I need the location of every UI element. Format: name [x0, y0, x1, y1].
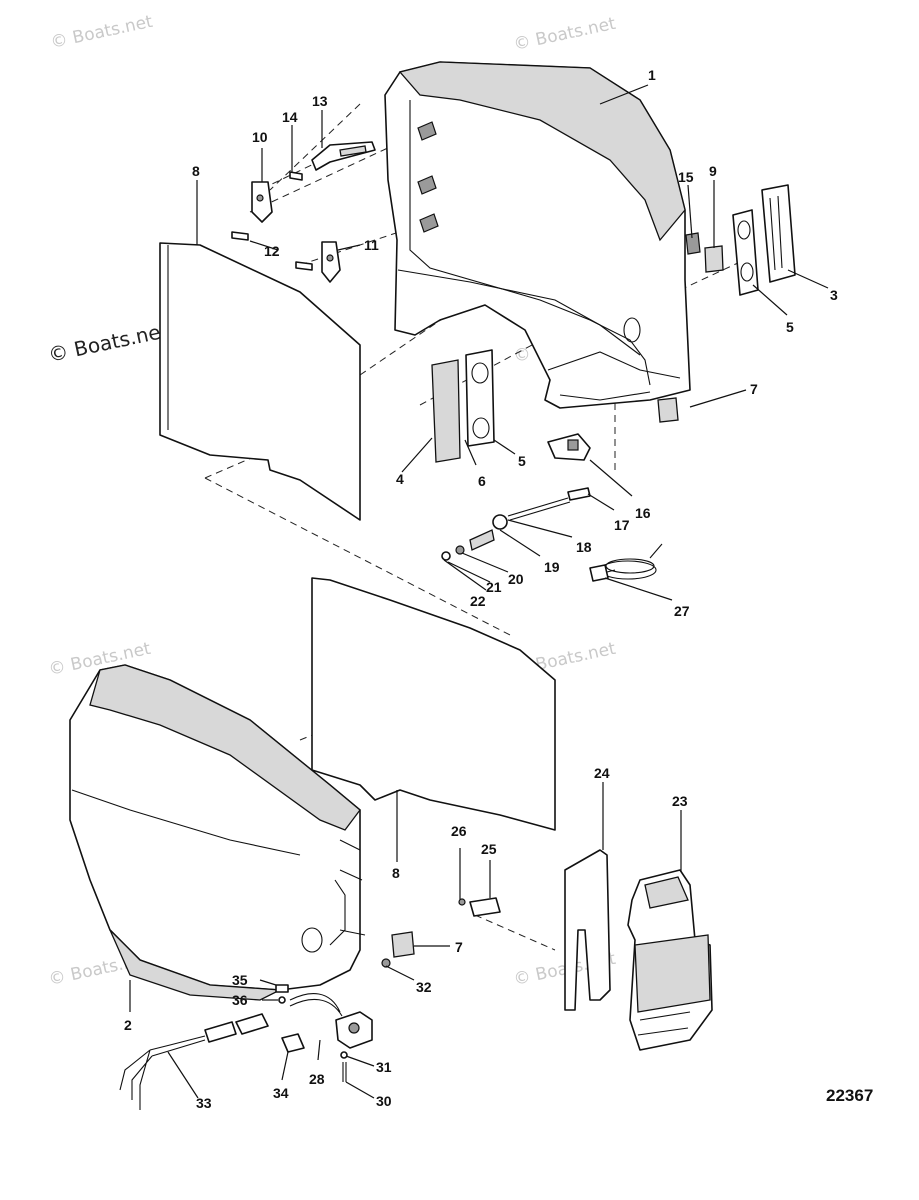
callout-2: 2 [124, 1017, 132, 1033]
callout-23: 23 [672, 793, 688, 809]
document-number: 22367 [826, 1086, 874, 1105]
watermark: © Boats.net [49, 12, 155, 53]
seal-panel-part-8-upper [159, 242, 361, 521]
callout-24: 24 [594, 765, 610, 781]
callout-1: 1 [648, 67, 656, 83]
callout-12: 12 [264, 243, 280, 259]
callout-15: 15 [678, 169, 694, 185]
callout-22: 22 [470, 593, 486, 609]
brackets-group [231, 141, 376, 283]
callout-8-lower: 8 [392, 865, 400, 881]
callout-34: 34 [273, 1085, 289, 1101]
callout-17: 17 [614, 517, 630, 533]
latch-group-right [685, 184, 796, 296]
callout-21: 21 [486, 579, 502, 595]
watermark: © Boats.net [512, 14, 618, 55]
callout-18: 18 [576, 539, 592, 555]
callout-28: 28 [309, 1071, 325, 1087]
callout-11: 11 [364, 237, 379, 253]
callout-30: 30 [376, 1093, 392, 1109]
callout-16: 16 [635, 505, 651, 521]
latch-mechanism-group [441, 433, 663, 582]
callout-4: 4 [396, 471, 404, 487]
callout-31: 31 [376, 1059, 392, 1075]
callout-13: 13 [312, 93, 328, 109]
callout-3: 3 [830, 287, 838, 303]
upper-cowl-part-1 [384, 61, 691, 409]
callout-6: 6 [478, 473, 486, 489]
callout-10: 10 [252, 129, 268, 145]
callout-labels: 1 2 3 4 5 5 6 7 7 8 8 9 10 11 12 13 14 1… [124, 67, 838, 1111]
callout-7-upper: 7 [750, 381, 758, 397]
callout-26: 26 [451, 823, 467, 839]
callout-7-lower: 7 [455, 939, 463, 955]
callout-35: 35 [232, 972, 248, 988]
callout-9: 9 [709, 163, 717, 179]
callout-33: 33 [196, 1095, 212, 1111]
seal-strips-middle [431, 349, 679, 463]
callout-5-right: 5 [786, 319, 794, 335]
callout-20: 20 [508, 571, 524, 587]
seal-panel-part-8-lower [311, 577, 556, 831]
callout-25: 25 [481, 841, 497, 857]
callout-27: 27 [674, 603, 690, 619]
lower-cowl-part-2 [69, 664, 366, 1001]
watermark: © Boats.net [46, 318, 170, 367]
callout-19: 19 [544, 559, 560, 575]
callout-14: 14 [282, 109, 298, 125]
callout-36: 36 [232, 992, 248, 1008]
leader-lines [129, 84, 829, 1099]
callout-5-middle: 5 [518, 453, 526, 469]
callout-32: 32 [416, 979, 432, 995]
motor-cover-group [458, 849, 713, 1051]
lower-hardware-group [119, 931, 415, 1110]
callout-8-upper: 8 [192, 163, 200, 179]
